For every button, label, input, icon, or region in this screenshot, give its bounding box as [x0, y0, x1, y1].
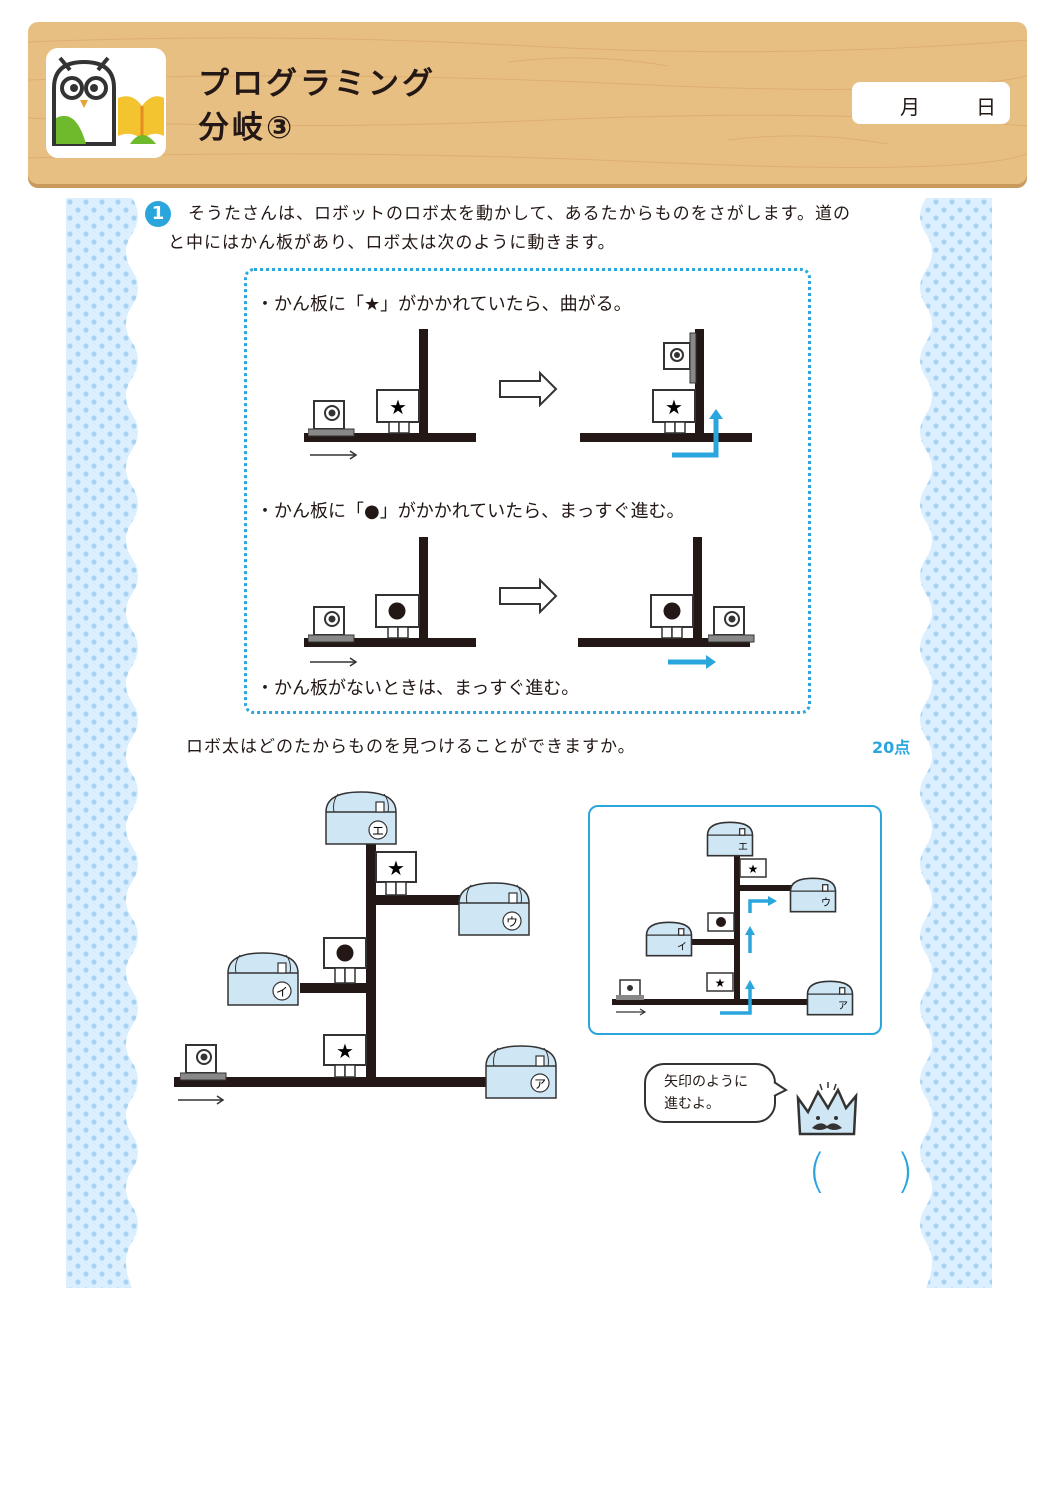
question-text-line-1: そうたさんは、ロボットのロボ太を動かして、あるたからものをさがします。道の: [188, 204, 851, 224]
rule-star: ・かん板に「★」がかかれていたら、曲がる。: [256, 294, 632, 315]
bubble-tail: [773, 1081, 788, 1097]
svg-text:イ: イ: [677, 942, 687, 953]
hint-chest-i: イ: [645, 921, 693, 957]
points-label: 20点: [872, 738, 911, 757]
question-text: そうたさんは、ロボットのロボ太を動かして、あるたからものをさがします。道の と中…: [168, 200, 916, 258]
question-prompt: ロボ太はどのたからものを見つけることができますか。: [186, 737, 636, 757]
rules-box: [244, 268, 811, 714]
arrow-right-icon-2: [499, 577, 558, 615]
svg-text:イ: イ: [276, 985, 288, 999]
speech-bubble: 矢印のように 進むよ。: [644, 1063, 776, 1123]
star-rule-after: ★: [580, 329, 752, 458]
hint-map: ★ ★ エ ウ イ ア: [612, 821, 854, 1016]
owl-book-logo: [46, 48, 166, 158]
question-text-line-2: と中にはかん板があり、ロボ太は次のように動きます。: [168, 233, 616, 253]
svg-text:★: ★: [715, 976, 726, 990]
dotted-border-right: [920, 198, 992, 1288]
date-field[interactable]: 月 日: [852, 82, 1010, 124]
treasure-chest-a: ア: [485, 1045, 557, 1099]
svg-text:ア: ア: [838, 1001, 848, 1012]
day-label: 日: [976, 95, 996, 119]
svg-text:ウ: ウ: [506, 915, 518, 929]
rule-illustrations: ★ ★: [304, 329, 755, 669]
speech-line-1: 矢印のように: [664, 1074, 748, 1090]
svg-text:ア: ア: [534, 1077, 546, 1091]
answer-bracket-left[interactable]: (: [808, 1144, 826, 1198]
rule-circle: ・かん板に「●」がかかれていたら、まっすぐ進む。: [256, 501, 685, 522]
svg-text:★: ★: [336, 1039, 354, 1063]
arrow-right-icon: [499, 370, 558, 408]
sign-circle: [323, 937, 367, 984]
sign-star-top: ★: [375, 851, 417, 896]
treasure-chest-i: イ: [227, 952, 299, 1006]
star-sign-2: ★: [665, 395, 683, 419]
treasure-chest-e: エ: [325, 791, 397, 845]
crown-mascot-icon: [796, 1082, 858, 1136]
answer-bracket-right[interactable]: ): [896, 1144, 914, 1198]
hint-chest-u: ウ: [789, 877, 837, 913]
month-label: 月: [900, 95, 920, 119]
main-path-map: ★ ★ エ ウ イ ア: [174, 791, 557, 1105]
svg-text:★: ★: [387, 856, 405, 880]
hint-chest-e: エ: [706, 821, 754, 857]
treasure-chest-u: ウ: [458, 882, 530, 936]
dotted-border-left: [66, 198, 138, 1288]
rule-no-sign: ・かん板がないときは、まっすぐ進む。: [256, 678, 580, 699]
circle-rule-before: [304, 537, 476, 667]
question-number-badge: 1: [145, 201, 171, 227]
svg-text:★: ★: [748, 862, 759, 876]
circle-rule-after: [578, 537, 755, 669]
svg-text:ウ: ウ: [821, 897, 831, 909]
title-line-2: 分岐③: [198, 110, 296, 146]
svg-text:エ: エ: [372, 824, 384, 838]
robot-icon: [180, 1044, 227, 1081]
sign-star-bottom: ★: [323, 1034, 367, 1078]
header-banner: プログラミング 分岐③ 月 日: [28, 22, 1027, 184]
page-title: プログラミング 分岐③: [198, 62, 436, 150]
svg-text:エ: エ: [738, 842, 748, 853]
star-sign-1: ★: [389, 395, 407, 419]
speech-line-2: 進むよ。: [664, 1096, 720, 1112]
hint-chest-a: ア: [806, 980, 854, 1016]
title-line-1: プログラミング: [198, 66, 436, 102]
star-rule-before: ★: [304, 329, 476, 460]
hint-box: [588, 805, 882, 1035]
